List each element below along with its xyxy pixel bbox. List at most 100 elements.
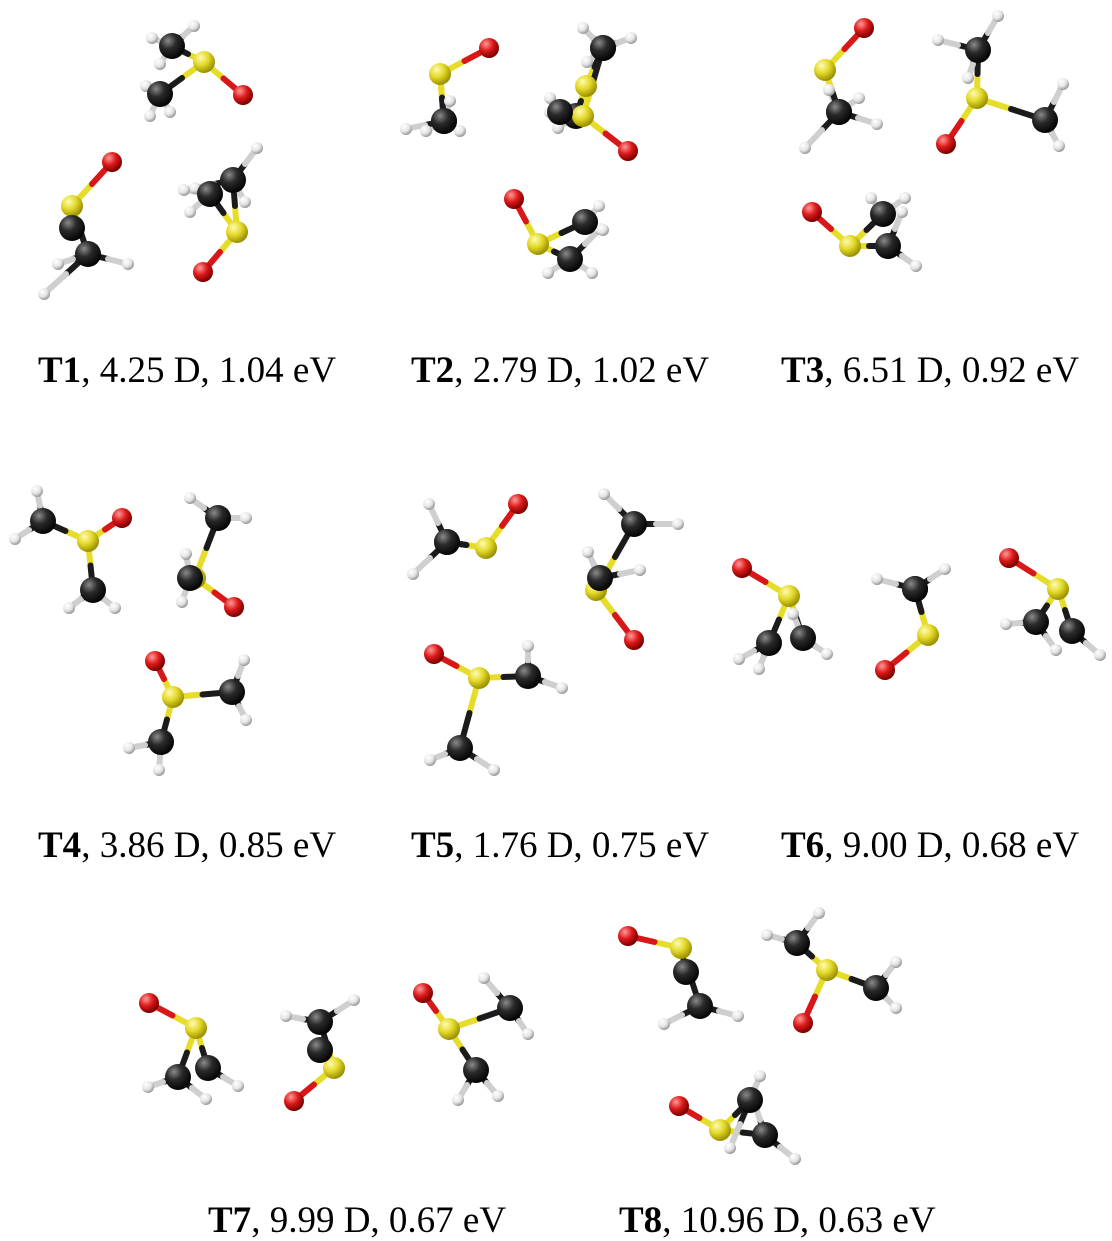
hydrogen-atom bbox=[122, 258, 134, 270]
sulfur-atom bbox=[527, 233, 549, 255]
carbon-atom bbox=[863, 975, 889, 1001]
carbon-atom bbox=[431, 108, 457, 134]
sulfur-atom bbox=[61, 195, 83, 217]
oxygen-atom bbox=[224, 597, 244, 617]
oxygen-atom bbox=[875, 660, 895, 680]
hydrogen-atom bbox=[154, 58, 166, 70]
sulfur-atom bbox=[839, 235, 861, 257]
hydrogen-atom bbox=[939, 563, 951, 575]
carbon-atom bbox=[902, 576, 928, 602]
carbon-atom bbox=[165, 1064, 191, 1090]
oxygen-atom bbox=[112, 508, 132, 528]
hydrogen-atom bbox=[109, 602, 121, 614]
carbon-atom bbox=[148, 729, 174, 755]
hydrogen-atom bbox=[658, 1018, 670, 1030]
caption-t2: T2, 2.79 D, 1.02 eV bbox=[411, 350, 710, 391]
carbon-atom bbox=[219, 679, 245, 705]
hydrogen-atom bbox=[890, 1002, 902, 1014]
caption-t7: T7, 9.99 D, 0.67 eV bbox=[208, 1200, 507, 1241]
hydrogen-atom bbox=[625, 32, 637, 44]
carbon-atom bbox=[434, 529, 460, 555]
carbon-atom bbox=[687, 993, 713, 1019]
sulfur-atom bbox=[193, 51, 215, 73]
hydrogen-atom bbox=[238, 654, 250, 666]
caption-t1: T1, 4.25 D, 1.04 eV bbox=[38, 350, 337, 391]
carbon-atom bbox=[497, 995, 523, 1021]
hydrogen-atom bbox=[63, 602, 75, 614]
hydrogen-atom bbox=[1000, 618, 1012, 630]
caption-t8-values: 10.96 D, 0.63 eV bbox=[680, 1200, 936, 1241]
carbon-atom bbox=[1032, 107, 1058, 133]
hydrogen-atom bbox=[865, 192, 877, 204]
hydrogen-atom bbox=[871, 573, 883, 585]
oxygen-atom bbox=[193, 262, 213, 282]
carbon-atom bbox=[463, 1057, 489, 1083]
hydrogen-atom bbox=[577, 22, 589, 34]
sulfur-atom bbox=[778, 585, 800, 607]
hydrogen-atom bbox=[1050, 644, 1062, 656]
sulfur-atom bbox=[816, 959, 838, 981]
sulfur-atom bbox=[814, 59, 836, 81]
sulfur-atom bbox=[670, 937, 692, 959]
atoms-layer bbox=[9, 10, 1106, 1165]
hydrogen-atom bbox=[586, 267, 598, 279]
carbon-atom bbox=[80, 577, 106, 603]
sulfur-atom bbox=[77, 530, 99, 552]
oxygen-atom bbox=[413, 983, 433, 1003]
bonds-layer bbox=[12, 13, 1103, 1162]
hydrogen-atom bbox=[184, 492, 196, 504]
hydrogen-atom bbox=[821, 648, 833, 660]
caption-t5-label: T5 bbox=[411, 825, 455, 866]
carbon-atom bbox=[220, 167, 246, 193]
hydrogen-atom bbox=[146, 32, 158, 44]
oxygen-atom bbox=[233, 85, 253, 105]
hydrogen-atom bbox=[424, 754, 436, 766]
hydrogen-atom bbox=[962, 72, 974, 84]
hydrogen-atom bbox=[598, 488, 610, 500]
sulfur-atom bbox=[575, 75, 597, 97]
hydrogen-atom bbox=[634, 564, 646, 576]
oxygen-atom bbox=[145, 651, 165, 671]
hydrogen-atom bbox=[184, 206, 196, 218]
caption-t6: T6, 9.00 D, 0.68 eV bbox=[781, 825, 1080, 866]
hydrogen-atom bbox=[153, 764, 165, 776]
sulfur-atom bbox=[162, 686, 184, 708]
oxygen-atom bbox=[479, 38, 499, 58]
hydrogen-atom bbox=[123, 742, 135, 754]
hydrogen-atom bbox=[542, 267, 554, 279]
oxygen-atom bbox=[854, 18, 874, 38]
sulfur-atom bbox=[475, 537, 497, 559]
hydrogen-atom bbox=[444, 95, 456, 107]
carbon-atom bbox=[673, 959, 699, 985]
oxygen-atom bbox=[424, 644, 444, 664]
oxygen-atom bbox=[999, 548, 1019, 568]
oxygen-atom bbox=[936, 134, 956, 154]
oxygen-atom bbox=[508, 494, 528, 514]
oxygen-atom bbox=[139, 993, 159, 1013]
carbon-atom bbox=[752, 1122, 778, 1148]
carbon-atom bbox=[965, 37, 991, 63]
oxygen-atom bbox=[102, 152, 122, 172]
sulfur-atom bbox=[917, 624, 939, 646]
hydrogen-atom bbox=[178, 184, 190, 196]
carbon-atom bbox=[147, 81, 173, 107]
carbon-atom bbox=[30, 508, 56, 534]
hydrogen-atom bbox=[280, 1010, 292, 1022]
caption-t6-values: 9.00 D, 0.68 eV bbox=[842, 825, 1080, 866]
hydrogen-atom bbox=[232, 1080, 244, 1092]
oxygen-atom bbox=[284, 1091, 304, 1111]
caption-t4: T4, 3.86 D, 0.85 eV bbox=[38, 825, 337, 866]
caption-t4-values: 3.86 D, 0.85 eV bbox=[99, 825, 337, 866]
sulfur-atom bbox=[323, 1057, 345, 1079]
hydrogen-atom bbox=[672, 518, 684, 530]
hydrogen-atom bbox=[488, 764, 500, 776]
caption-t3: T3, 6.51 D, 0.92 eV bbox=[781, 350, 1080, 391]
oxygen-atom bbox=[669, 1096, 689, 1116]
hydrogen-atom bbox=[910, 260, 922, 272]
hydrogen-atom bbox=[240, 512, 252, 524]
oxygen-atom bbox=[504, 189, 524, 209]
carbon-atom bbox=[557, 246, 583, 272]
carbon-atom bbox=[621, 511, 647, 537]
oxygen-atom bbox=[793, 1013, 813, 1033]
sulfur-atom bbox=[1047, 578, 1069, 600]
